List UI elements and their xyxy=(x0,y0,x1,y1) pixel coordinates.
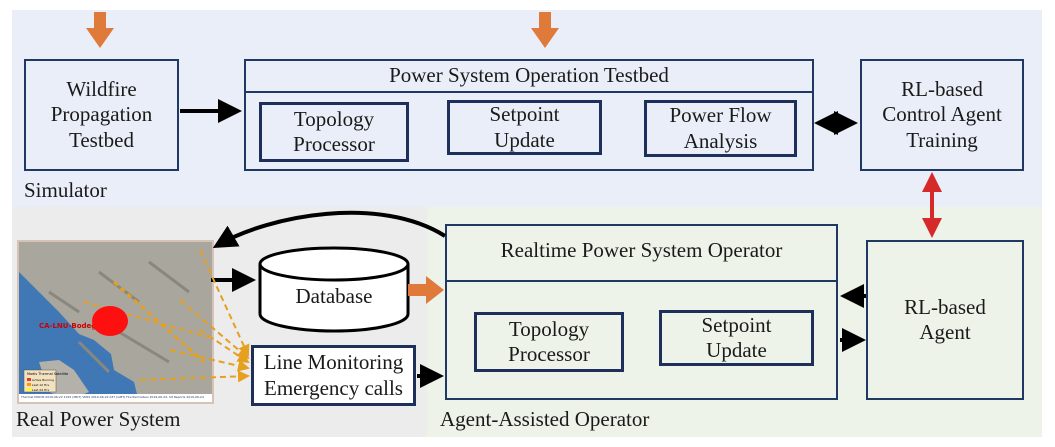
database-label: Database xyxy=(295,284,373,308)
power-flow-analysis-box: Power Flow Analysis xyxy=(644,100,797,157)
power-system-testbed-box xyxy=(244,59,814,171)
simulator-label: Simulator xyxy=(24,178,107,202)
rl-training-box: RL-based Control Agent Training xyxy=(860,59,1024,171)
setpoint-update-sim-text: Setpoint Update xyxy=(489,102,560,152)
map-legend-item-3: Last 24 Hrs xyxy=(32,388,49,392)
realtime-operator-divider xyxy=(445,280,838,282)
wildfire-map: Modis Thermal Satellite Active Burning L… xyxy=(17,240,214,404)
arrow-database-to-operator xyxy=(408,276,444,304)
wildfire-testbed-text: Wildfire Propagation Testbed xyxy=(50,77,153,152)
dashed-monitoring-links xyxy=(139,249,250,383)
power-flow-analysis-text: Power Flow Analysis xyxy=(669,103,772,153)
orange-input-arrow-wildfire xyxy=(86,12,114,48)
rl-agent-box: RL-based Agent xyxy=(866,240,1024,400)
map-legend-item-2: Last 12 Hrs xyxy=(32,383,49,387)
topology-processor-real-box: Topology Processor xyxy=(474,312,624,372)
setpoint-update-real-text: Setpoint Update xyxy=(701,312,772,362)
wildfire-testbed-box: Wildfire Propagation Testbed xyxy=(24,59,179,171)
orange-input-arrow-testbed xyxy=(531,12,559,48)
map-legend-item-1: Active Burning xyxy=(32,378,54,382)
line-monitoring-box: Line Monitoring Emergency calls xyxy=(251,345,416,406)
map-graphic: Modis Thermal Satellite Active Burning L… xyxy=(19,242,212,402)
realtime-operator-box xyxy=(445,224,838,400)
map-legend-title: Modis Thermal Satellite xyxy=(27,372,68,376)
rl-agent-text: RL-based Agent xyxy=(904,294,986,344)
topology-processor-sim-text: Topology Processor xyxy=(293,106,375,156)
power-system-testbed-title-divider xyxy=(244,91,814,93)
database-cylinder xyxy=(258,246,410,333)
rl-training-text: RL-based Control Agent Training xyxy=(882,77,1002,152)
realtime-operator-title: Realtime Power System Operator xyxy=(500,238,783,262)
topology-processor-sim-box: Topology Processor xyxy=(259,102,409,162)
agent-assisted-operator-label: Agent-Assisted Operator xyxy=(440,407,650,431)
arrow-operator-to-map xyxy=(212,210,447,248)
line-monitoring-text: Line Monitoring Emergency calls xyxy=(263,350,404,400)
setpoint-update-real-box: Setpoint Update xyxy=(659,310,814,366)
real-power-system-label: Real Power System xyxy=(16,407,181,431)
setpoint-update-sim-box: Setpoint Update xyxy=(447,100,602,155)
map-fire-label: CA-LNU-Bodega Bay xyxy=(39,322,118,330)
map-footer: Thermal MODIS 2019-06-22 1015 (MDT) VIIR… xyxy=(20,395,204,399)
simulator-region xyxy=(12,10,1042,207)
topology-processor-real-text: Topology Processor xyxy=(508,316,590,366)
fire-location-marker xyxy=(92,306,128,336)
power-system-testbed-title: Power System Operation Testbed xyxy=(389,63,669,87)
